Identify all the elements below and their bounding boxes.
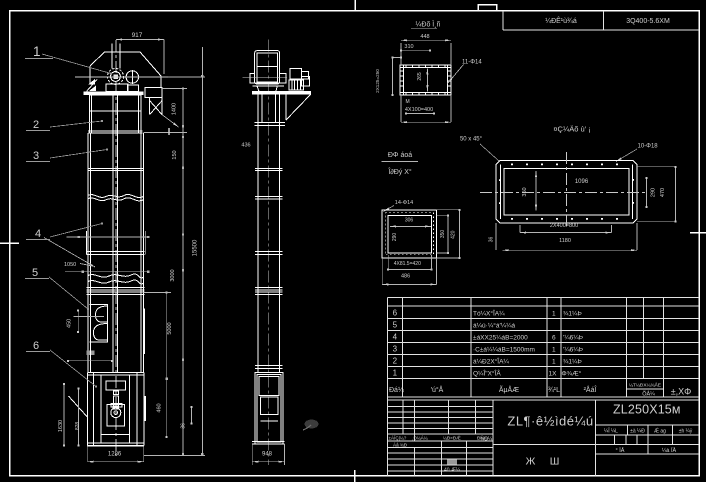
svg-text:306: 306 xyxy=(405,218,414,224)
svg-text:ÃμÅÆ: ÃμÅÆ xyxy=(499,385,519,394)
svg-text:3000: 3000 xyxy=(170,269,176,281)
svg-text:448: 448 xyxy=(420,34,429,40)
svg-text:4: 4 xyxy=(35,228,41,240)
svg-text:1: 1 xyxy=(33,44,41,59)
svg-text:Ǽ ag: Ǽ ag xyxy=(654,428,666,435)
svg-text:350: 350 xyxy=(440,230,446,239)
svg-text:11-Φ14: 11-Φ14 xyxy=(462,60,482,66)
svg-text:5: 5 xyxy=(393,321,398,330)
svg-text:¾Q¼: ¾Q¼ xyxy=(480,436,493,442)
svg-text:M: M xyxy=(406,99,410,105)
svg-text:ÕÅ¼: ÕÅ¼ xyxy=(642,391,655,398)
svg-text:1096: 1096 xyxy=(575,179,589,185)
svg-text:1050: 1050 xyxy=(64,262,76,268)
svg-text:1630: 1630 xyxy=(58,420,64,432)
svg-text:290: 290 xyxy=(392,233,398,242)
svg-text:¾¹L: ¾¹L xyxy=(548,387,560,394)
svg-text:¤Ç¼Äõ ù′ ¡: ¤Ç¼Äõ ù′ ¡ xyxy=(553,125,590,134)
svg-text:3: 3 xyxy=(33,150,39,162)
svg-text:ZL¶·ê½ìdé¼ú: ZL¶·ê½ìdé¼ú xyxy=(507,414,593,429)
svg-text:5000: 5000 xyxy=(167,322,173,334)
svg-text:¾1¼Þ: ¾1¼Þ xyxy=(563,310,582,317)
svg-text:460: 460 xyxy=(157,403,163,412)
svg-text:±,XΦ: ±,XΦ xyxy=(671,387,692,397)
svg-text:Φ¾Æ°: Φ¾Æ° xyxy=(562,369,582,377)
svg-text:¼Ðõ Ì¸ñ: ¼Ðõ Ì¸ñ xyxy=(416,20,441,29)
svg-text:6: 6 xyxy=(33,340,39,352)
svg-text:¸Ð¼Á¼: ¸Ð¼Á¼ xyxy=(412,435,428,442)
svg-text:6: 6 xyxy=(552,334,556,341)
svg-text:¼Ð×ÐǼ: ¼Ð×ÐǼ xyxy=(443,435,461,441)
svg-text:290: 290 xyxy=(651,188,657,197)
svg-text:Áå ¾Ð: Áå ¾Ð xyxy=(393,441,408,447)
svg-text:265: 265 xyxy=(417,72,423,81)
svg-text:I: I xyxy=(168,127,171,138)
svg-text:1286: 1286 xyxy=(108,452,122,458)
svg-text:ÐÑ¼: ÐÑ¼ xyxy=(477,435,488,441)
svg-text:2: 2 xyxy=(393,357,398,366)
svg-text:Ж: Ж xyxy=(526,456,536,468)
svg-text:350: 350 xyxy=(522,187,528,196)
svg-text:1X: 1X xyxy=(549,370,558,377)
svg-text:40 Æ¼: 40 Æ¼ xyxy=(444,467,461,473)
svg-text:1400: 1400 xyxy=(172,103,178,115)
svg-text:3: 3 xyxy=(393,345,398,354)
svg-text:3Q400-5.6XM: 3Q400-5.6XM xyxy=(626,18,670,25)
svg-text:948: 948 xyxy=(262,452,273,458)
svg-text:470: 470 xyxy=(660,188,666,197)
svg-text:36: 36 xyxy=(489,237,495,243)
svg-text:ZL250X15м: ZL250X15м xyxy=(613,403,681,417)
svg-text:4: 4 xyxy=(393,333,398,342)
svg-text:4X100=400: 4X100=400 xyxy=(405,107,433,113)
svg-text:5: 5 xyxy=(32,267,38,279)
svg-text:Q¼Î"X°ÎÅ: Q¼Î"X°ÎÅ xyxy=(473,368,501,377)
svg-text:±à ¼Ð: ±à ¼Ð xyxy=(630,429,645,435)
svg-text:15500: 15500 xyxy=(193,239,199,256)
svg-text:¼Î ¼L: ¼Î ¼L xyxy=(604,428,618,435)
svg-text:¾1¼Þ: ¾1¼Þ xyxy=(563,358,582,365)
svg-text:6: 6 xyxy=(393,309,398,318)
svg-text:50 x 45°: 50 x 45° xyxy=(460,137,483,143)
svg-text:450: 450 xyxy=(67,319,73,328)
svg-text:1: 1 xyxy=(552,310,556,317)
svg-text:828: 828 xyxy=(75,422,81,431)
svg-text:10-Φ18: 10-Φ18 xyxy=(638,144,659,150)
svg-text:¼T¼ÐX¼¾ÅE: ¼T¼ÐX¼¾ÅE xyxy=(629,382,661,389)
svg-text:ÐΦ áοá: ÐΦ áοá xyxy=(388,152,412,159)
svg-text:1180: 1180 xyxy=(559,238,571,244)
svg-text:2: 2 xyxy=(33,119,39,131)
svg-text:±ÁÎÇ|¼?: ±ÁÎÇ|¼? xyxy=(389,435,407,441)
svg-text:° ÎÅ: ° ÎÅ xyxy=(616,447,625,454)
svg-text:14-Φ14: 14-Φ14 xyxy=(395,200,413,206)
svg-text:1: 1 xyxy=(552,346,556,353)
svg-text:á¼ú·¼°á′¼¼á: á¼ú·¼°á′¼¼á xyxy=(473,321,516,329)
svg-text:Ш: Ш xyxy=(550,456,560,468)
svg-text:′ú°Å: ′ú°Å xyxy=(431,385,444,394)
svg-text:²ÅáÎ: ²ÅáÎ xyxy=(584,385,598,394)
svg-text:Ðá¼: Ðá¼ xyxy=(389,387,404,394)
svg-text:Î∂Ðý X°: Î∂Ðý X° xyxy=(387,167,412,176)
svg-text:2X400=800: 2X400=800 xyxy=(550,223,578,229)
svg-text:1: 1 xyxy=(552,358,556,365)
svg-text:4X81.5=420: 4X81.5=420 xyxy=(394,261,421,267)
svg-text:'¼6¼Þ: '¼6¼Þ xyxy=(563,346,583,353)
svg-text:'¼6¼Þ: '¼6¼Þ xyxy=(563,334,583,341)
svg-text:436: 436 xyxy=(241,143,250,149)
svg-text:310: 310 xyxy=(404,44,413,50)
svg-text:¼ÐÊ¹ù¾á: ¼ÐÊ¹ù¾á xyxy=(545,16,577,25)
svg-text:420: 420 xyxy=(451,230,457,239)
svg-text:±h ¼ÿ: ±h ¼ÿ xyxy=(679,429,693,435)
svg-text:36: 36 xyxy=(181,423,187,429)
svg-text:á¼Ð2X°ÎA¼: á¼Ð2X°ÎA¼ xyxy=(473,356,509,365)
svg-text:150: 150 xyxy=(172,150,178,159)
svg-text:·C±á¼¼áB=1500mm: ·C±á¼¼áB=1500mm xyxy=(473,346,535,353)
svg-text:1: 1 xyxy=(393,369,398,378)
svg-text:±áXX25¼áB=2000: ±áXX25¼áB=2000 xyxy=(473,334,528,341)
svg-text:¼à ÎÅ: ¼à ÎÅ xyxy=(662,447,677,454)
svg-text:917: 917 xyxy=(132,32,143,39)
svg-text:486: 486 xyxy=(401,274,410,280)
svg-text:2X125=250: 2X125=250 xyxy=(375,69,380,93)
svg-text:Τó¼X°ÎA¼: Τó¼X°ÎA¼ xyxy=(473,308,505,317)
